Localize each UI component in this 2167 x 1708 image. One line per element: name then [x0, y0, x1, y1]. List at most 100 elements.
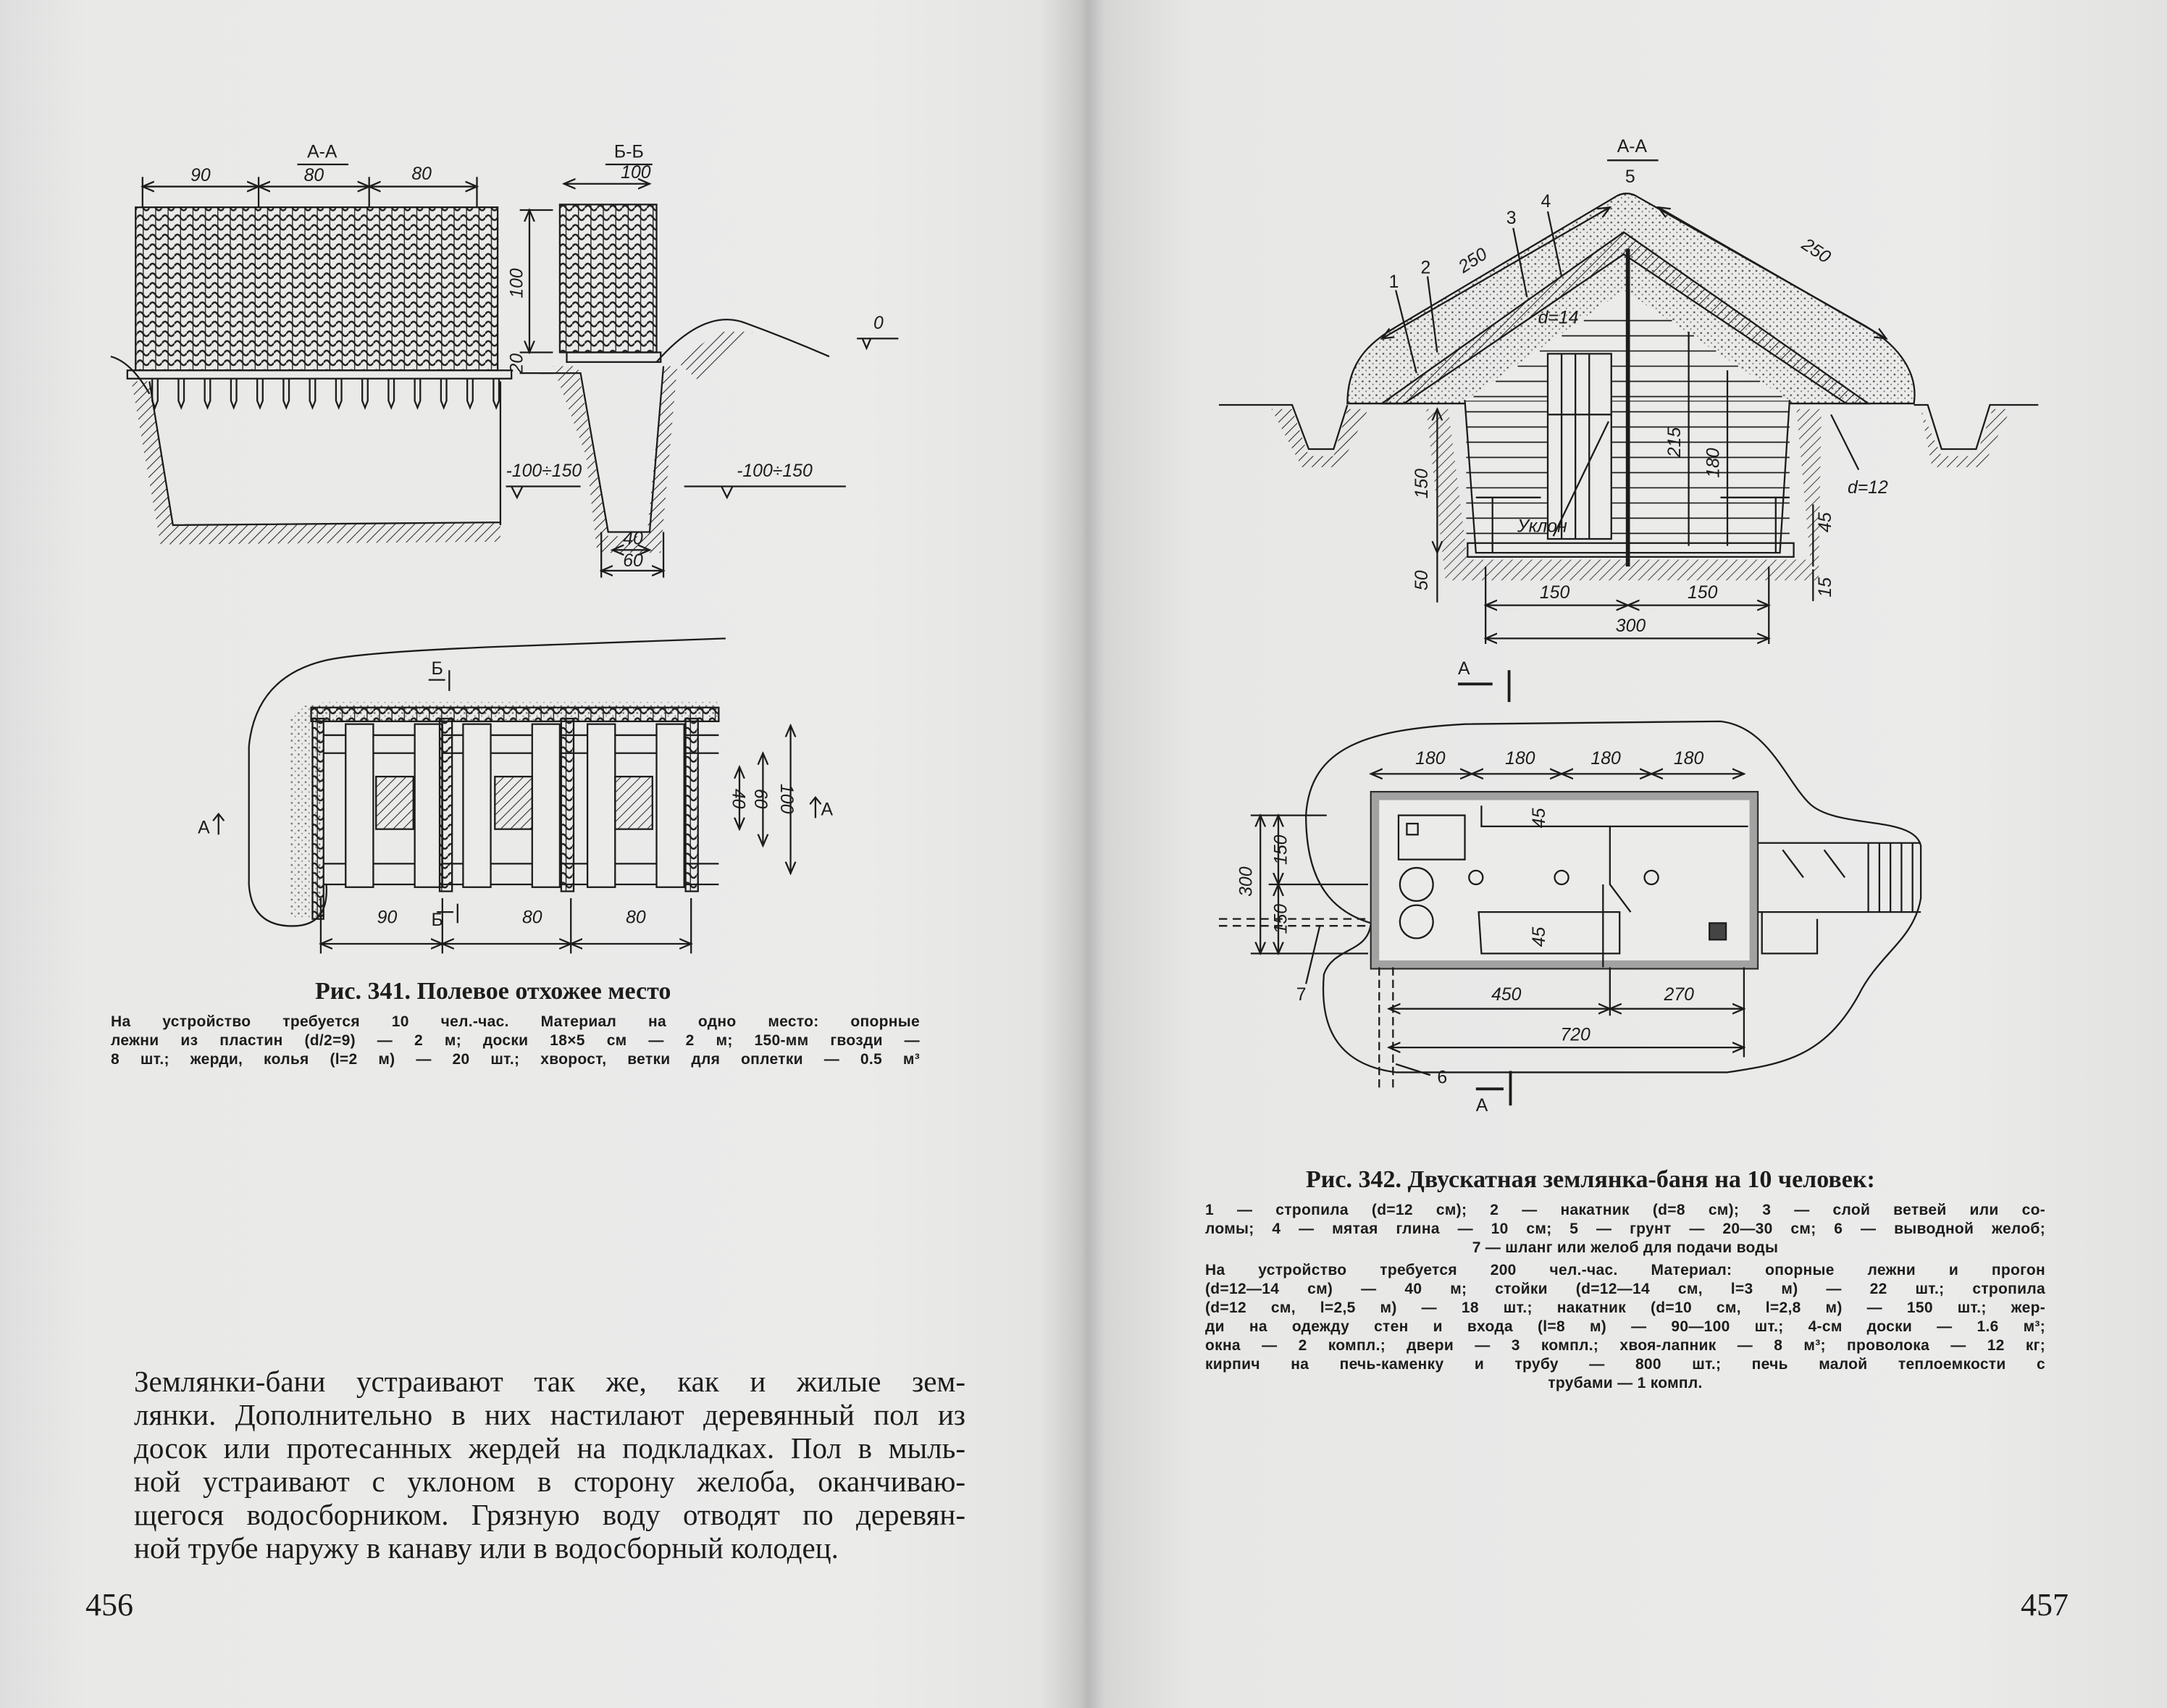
section-arrow [1475, 1071, 1512, 1106]
body-line: Землянки-бани устраивают так же, как и ж… [134, 1365, 965, 1398]
pit-wall-hatch [553, 366, 678, 553]
fig341-section-aa: А-А 90 80 80 100 20 -100÷150 [110, 142, 582, 545]
figure-342-materials: На устройство требуется 200 чел.-час. Ма… [1205, 1262, 2045, 1394]
dimension-label: 180 [1704, 448, 1724, 478]
stake [466, 378, 474, 410]
dimension-label: 180 [1674, 749, 1704, 769]
dimension-label: 50 [1412, 570, 1432, 590]
figure-341-caption: На устройство требуется 10 чел.-час. Мат… [111, 1013, 920, 1069]
stake [256, 378, 264, 410]
level-mark: -100÷150 [506, 461, 582, 481]
note-slope: Уклон [1517, 516, 1567, 536]
dimension-label: 150 [1540, 583, 1570, 603]
callout-3: 3 [1506, 209, 1517, 228]
opening [375, 776, 414, 830]
dimension-ticks [1485, 566, 1770, 645]
board [414, 723, 443, 888]
section-arrow [437, 903, 458, 924]
drain [1709, 922, 1727, 941]
pit-outline [148, 381, 502, 527]
ditch-hatch [1921, 409, 2011, 467]
wattle-fence [135, 206, 499, 372]
board [462, 723, 492, 888]
pit-wall-hatch [1426, 409, 1822, 581]
post [1468, 869, 1484, 886]
dimension-line [1659, 207, 1887, 338]
dimension-label: 80 [522, 908, 542, 927]
door [1546, 353, 1612, 540]
dimension-label: 300 [1616, 616, 1646, 636]
section-marker-b: Б [432, 910, 443, 930]
dimension-label: 80 [411, 164, 432, 184]
section-arrow [1458, 670, 1511, 703]
dimension-label: 40 [728, 789, 747, 809]
dimension-label: 15 [1816, 577, 1835, 598]
dimension-label: 100 [507, 268, 527, 298]
section-label: Б-Б [614, 142, 644, 162]
dimension-label: 150 [1271, 834, 1291, 865]
plan-boards [323, 717, 719, 892]
legend-line: ломы; 4 — мятая глина — 10 см; 5 — грунт… [1205, 1221, 2045, 1237]
figure-342-title: Рис. 342. Двускатная землянка-баня на 10… [1306, 1166, 1875, 1193]
dimension-ticks [1609, 967, 1745, 1058]
dimension-label: 150 [1688, 583, 1718, 603]
water-hose-7 [1218, 918, 1369, 927]
wattle-top [310, 706, 720, 722]
stake [204, 378, 211, 410]
level-mark: -100÷150 [737, 461, 813, 481]
section-arrow [212, 812, 225, 835]
caption-line: На устройство требуется 10 чел.-час. Мат… [111, 1013, 920, 1030]
fig342-section: А-А 1 2 3 4 5 250 250 d=14 215 180 150 5… [1218, 137, 2039, 645]
log-walls [1370, 792, 1758, 969]
stakes [151, 378, 500, 410]
section-marker-a: А [821, 800, 834, 820]
wattle-post [560, 717, 575, 892]
stake [282, 378, 290, 410]
section-arrow [428, 670, 450, 691]
partitions [1480, 805, 1748, 913]
section-marker-a: А [1458, 659, 1470, 679]
wattle-post [684, 717, 699, 892]
stake [361, 378, 369, 410]
legend-line: 1 — стропила (d=12 см); 2 — накатник (d=… [1205, 1202, 2045, 1218]
caption-line: 8 шт.; жерди, колья (l=2 м) — 20 шт.; хв… [111, 1051, 920, 1068]
stairs [1867, 842, 1914, 913]
opening [494, 776, 533, 830]
dimension-label: 450 [1491, 985, 1522, 1005]
figure-342-legend: 1 — стропила (d=12 см); 2 — накатник (d=… [1205, 1201, 2045, 1257]
stake [492, 378, 500, 410]
dimension-label: 60 [623, 551, 643, 571]
materials-line: окна — 2 компл.; двери — 3 компл.; хвоя-… [1205, 1337, 2045, 1354]
dimension-label: 270 [1664, 985, 1695, 1005]
level-triangle [684, 485, 846, 500]
level-mark: 0 [873, 314, 884, 333]
callout-leader [1830, 414, 1860, 471]
stake [387, 378, 395, 410]
dimension-label: 180 [1505, 749, 1535, 769]
dimension-label: 60 [750, 789, 770, 809]
dimension-label: 250 [1798, 235, 1834, 268]
callout-5: 5 [1625, 167, 1635, 187]
dimension-ticks [1250, 814, 1369, 955]
post [1554, 869, 1569, 886]
water-tank [1399, 904, 1434, 939]
dimension-label: 45 [1530, 808, 1549, 828]
legend-line: 7 — шланг или желоб для подачи воды [1472, 1239, 1779, 1256]
wattle-fence [558, 204, 658, 353]
level-triangle [506, 485, 581, 500]
dimension-label: 215 [1665, 427, 1685, 459]
materials-line: (d=12—14 см) — 40 м; стойки (d=12—14 см,… [1205, 1281, 2045, 1297]
section-marker-a: А [1476, 1096, 1488, 1115]
opening [614, 776, 653, 830]
entrance-corridor [1757, 842, 1921, 955]
board [345, 723, 374, 888]
level-triangle [857, 338, 899, 351]
dimension-ticks [319, 898, 692, 954]
callout-4: 4 [1541, 192, 1551, 212]
building-outline [1370, 791, 1759, 970]
door-boards [1548, 353, 1611, 540]
dimension-label: 45 [1816, 512, 1835, 532]
callout-2: 2 [1420, 259, 1430, 278]
body-line: ной устраивают с уклоном в сторону желоб… [134, 1465, 965, 1498]
